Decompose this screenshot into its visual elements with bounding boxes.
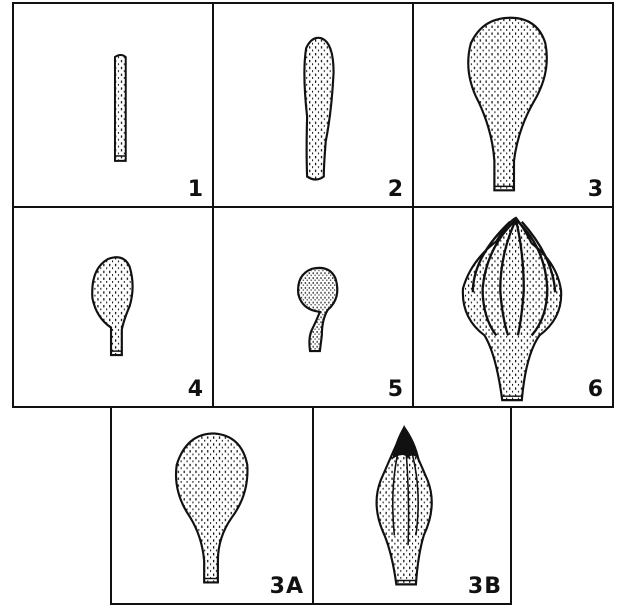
panel-3-label: 3: [588, 177, 604, 202]
specimen-5-drawing: [214, 208, 412, 406]
panel-6: 6: [412, 206, 614, 408]
specimen-4-drawing: [14, 208, 212, 406]
panel-3b: 3B: [312, 406, 512, 605]
panel-3a: 3A: [110, 406, 314, 605]
panel-5: 5: [212, 206, 414, 408]
specimen-3a-shape: [176, 433, 247, 582]
specimen-3-shape: [468, 18, 547, 191]
panel-2: 2: [212, 2, 414, 208]
panel-5-label: 5: [388, 377, 404, 402]
specimen-5-shape: [298, 268, 337, 351]
panel-3a-label: 3A: [270, 574, 304, 599]
panel-4: 4: [12, 206, 214, 408]
specimen-6-drawing: [414, 208, 612, 406]
specimen-6-shape: [463, 218, 561, 400]
specimen-3-drawing: [414, 4, 612, 206]
panel-1: 1: [12, 2, 214, 208]
panel-3: 3: [412, 2, 614, 208]
panel-4-label: 4: [188, 377, 204, 402]
panel-3b-label: 3B: [468, 574, 502, 599]
panel-6-label: 6: [588, 377, 604, 402]
specimen-1-shape: [115, 55, 126, 161]
panel-2-label: 2: [388, 177, 404, 202]
specimen-1-drawing: [14, 4, 212, 206]
specimen-4-shape: [92, 257, 132, 355]
panel-1-label: 1: [188, 177, 204, 202]
specimen-2-drawing: [214, 4, 412, 206]
specimen-2-shape: [304, 38, 333, 180]
